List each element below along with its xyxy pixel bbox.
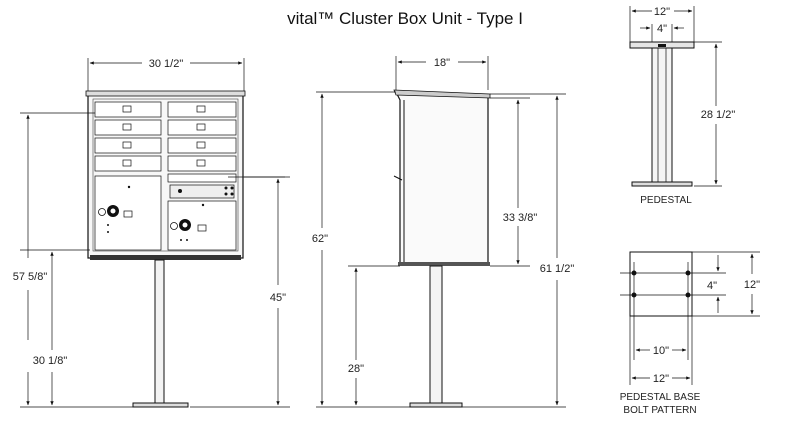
bolt-pattern-caption-line1: PEDESTAL BASE	[620, 392, 701, 403]
lock-icon	[122, 123, 132, 131]
outgoing-mail-slot	[167, 173, 237, 183]
base-plate-outline	[629, 251, 693, 317]
pedestal-width-label: 12"	[654, 6, 670, 18]
lock-icon	[196, 123, 206, 131]
pedestal-caption: PEDESTAL	[640, 195, 692, 206]
front-box-bottom-height-label: 45"	[270, 292, 286, 304]
side-pedestal-base	[409, 402, 463, 408]
side-view: 18" 62" 28" 33 3/8" 61 1/2"	[312, 56, 575, 408]
side-top-height-label: 61 1/2"	[540, 263, 575, 275]
pedestal-detail: 12" 4" 28 1/2" PEDESTAL	[629, 6, 736, 206]
lock-icon	[196, 141, 206, 149]
side-depth-label: 18"	[434, 57, 450, 69]
master-lock-panel	[169, 184, 235, 199]
bolt-outer-height-label: 12"	[744, 279, 760, 291]
pedestal-column	[651, 47, 673, 183]
cluster-box-roof	[85, 90, 246, 97]
front-view: 30 1/2"	[13, 58, 290, 408]
front-pedestal-height-label: 30 1/8"	[33, 355, 68, 367]
lock-icon	[122, 141, 132, 149]
front-pedestal-column	[154, 259, 165, 404]
lock-icon	[196, 159, 206, 167]
lock-icon	[122, 105, 132, 113]
lock-icon	[196, 105, 206, 113]
bolt-inner-width-label: 10"	[653, 345, 669, 357]
side-pedestal-column	[429, 265, 443, 404]
bolt-outer-width-label: 12"	[653, 373, 669, 385]
front-overall-height-label: 57 5/8"	[13, 271, 48, 283]
side-box-body	[395, 91, 489, 266]
tenant-doors-left	[94, 101, 162, 172]
side-pedestal-height-label: 28"	[348, 363, 364, 375]
pedestal-base-plate	[631, 181, 693, 187]
bolt-inner-height-label: 4"	[707, 280, 717, 292]
diagram-title: vital™ Cluster Box Unit - Type I	[287, 9, 523, 28]
tenant-doors-right	[167, 101, 237, 172]
pedestal-column-label: 4"	[657, 23, 667, 35]
front-pedestal-base	[132, 402, 189, 408]
bolt-pattern-caption-line2: BOLT PATTERN	[623, 405, 696, 416]
front-width-label: 30 1/2"	[149, 58, 184, 70]
pedestal-height-label: 28 1/2"	[701, 109, 736, 121]
side-overall-height-label: 62"	[312, 233, 328, 245]
cluster-box-base	[90, 255, 241, 260]
lock-icon	[122, 159, 132, 167]
bolt-pattern-detail: 4" 12" 10" 12" PEDESTAL BASE BOLT PATTER…	[620, 251, 760, 416]
side-box-height-label: 33 3/8"	[503, 212, 538, 224]
